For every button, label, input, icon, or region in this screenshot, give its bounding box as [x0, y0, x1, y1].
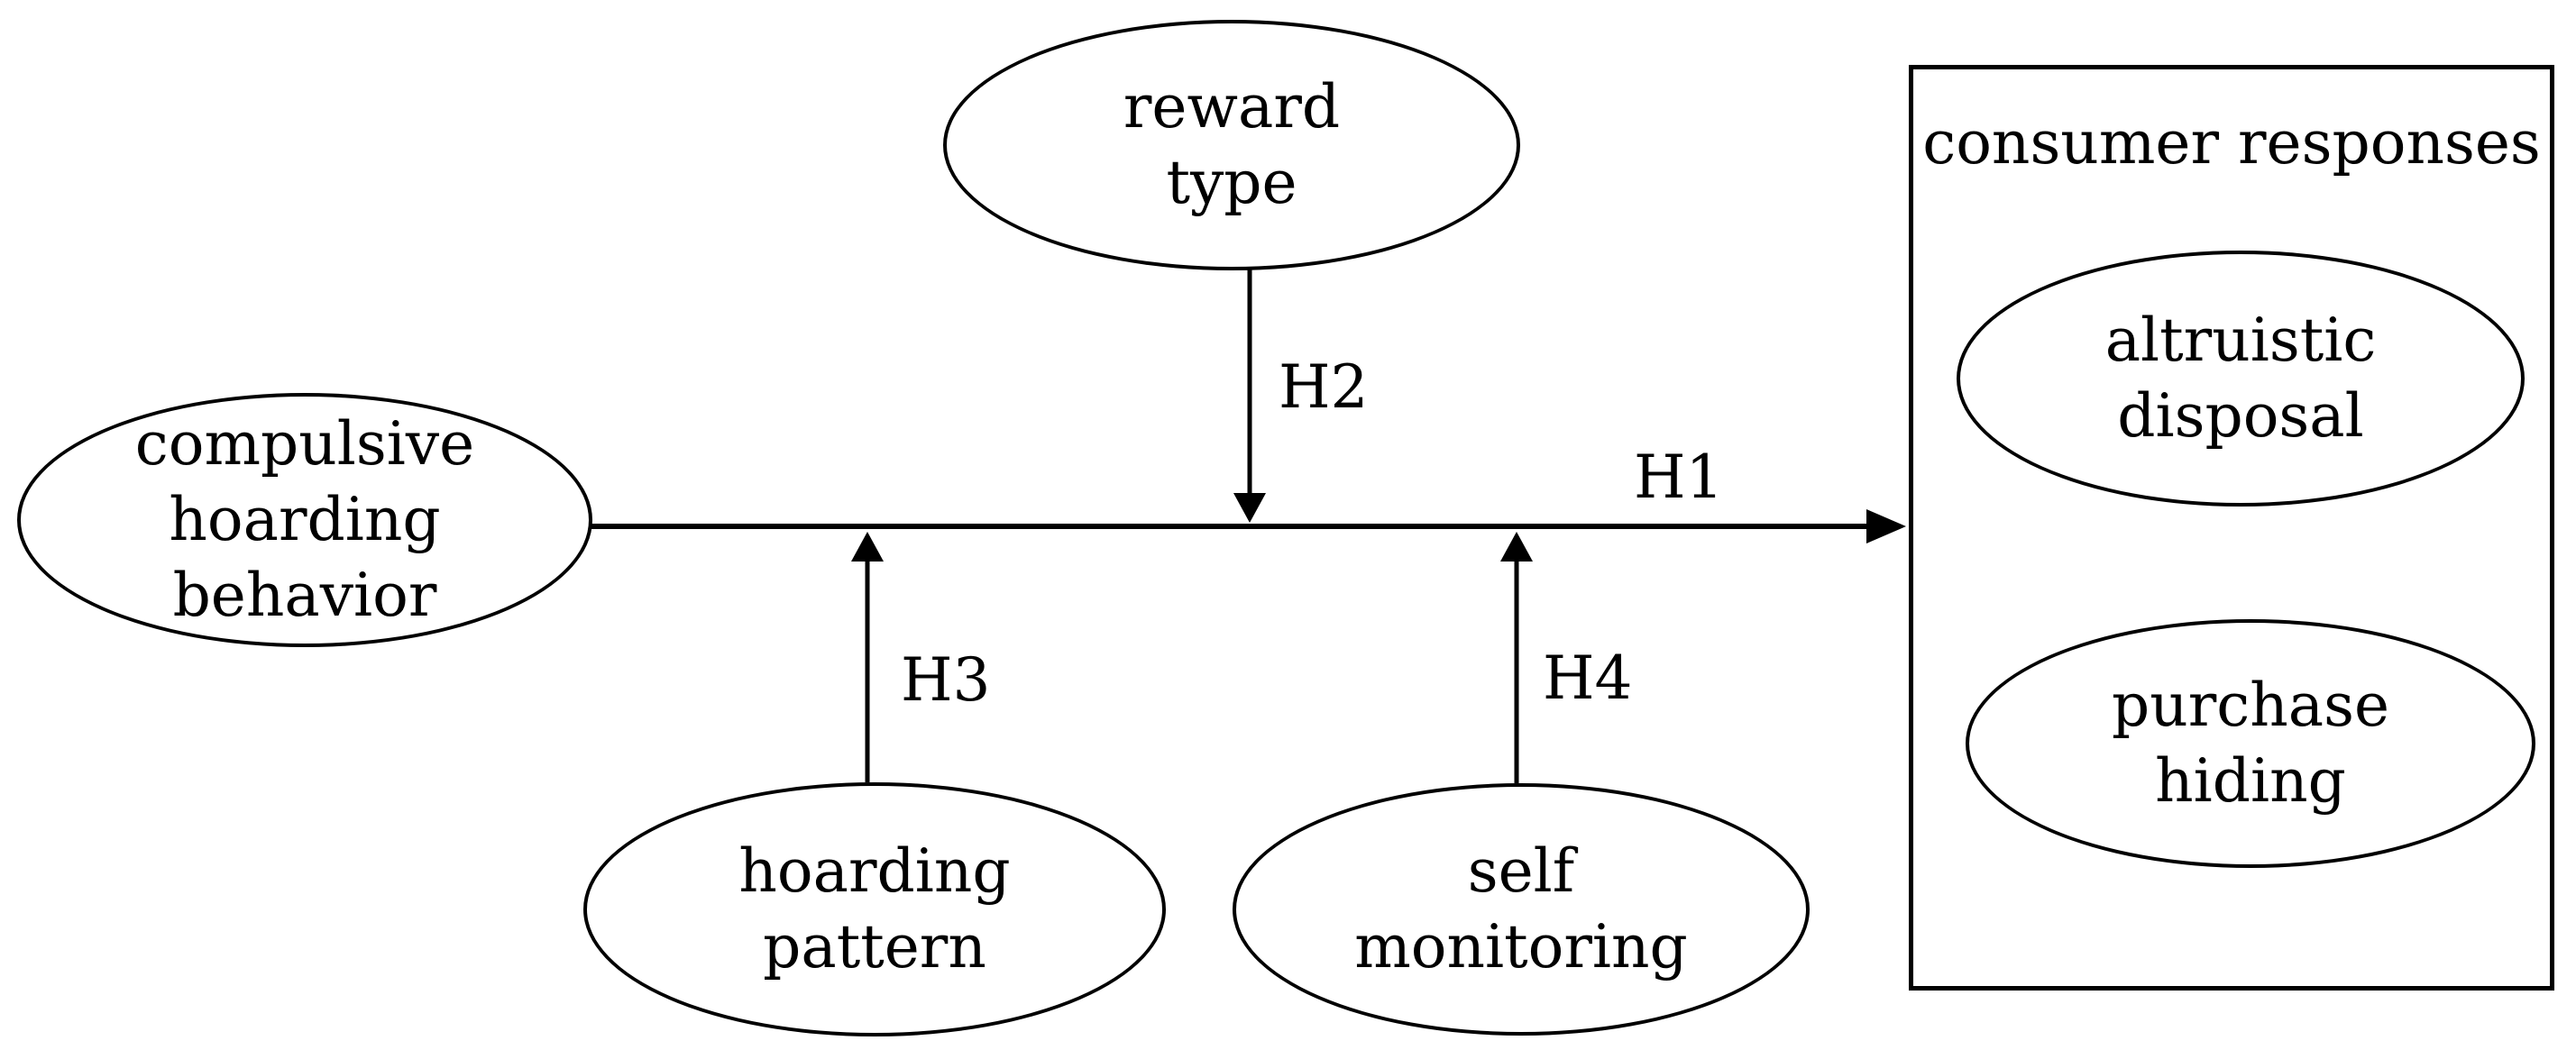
node-purchase-hiding-label: purchase hiding	[2111, 671, 2390, 816]
node-compulsive-hoarding-behavior-label: compulsive hoarding behavior	[134, 409, 475, 630]
h1-arrow	[591, 509, 1906, 543]
h2-arrow	[1233, 269, 1266, 523]
node-self-monitoring-label: self monitoring	[1354, 836, 1688, 982]
consumer-responses-title: consumer responses	[1922, 108, 2541, 178]
node-hoarding-pattern: hoarding pattern	[583, 782, 1166, 1036]
node-altruistic-disposal: altruistic disposal	[1957, 251, 2525, 507]
node-reward-type-label: reward type	[1123, 72, 1341, 217]
edge-label-h1: H1	[1634, 443, 1724, 512]
edge-label-h3: H3	[901, 645, 991, 715]
node-hoarding-pattern-label: hoarding pattern	[738, 836, 1011, 982]
node-reward-type: reward type	[943, 20, 1520, 270]
h3-arrow	[851, 532, 884, 782]
consumer-responses-box: consumer responses altruistic disposal p…	[1909, 65, 2554, 991]
node-purchase-hiding: purchase hiding	[1966, 619, 2535, 868]
edge-label-h4: H4	[1543, 644, 1633, 713]
edge-label-h2: H2	[1279, 352, 1369, 422]
node-self-monitoring: self monitoring	[1233, 783, 1810, 1036]
h4-arrow	[1500, 532, 1533, 783]
node-compulsive-hoarding-behavior: compulsive hoarding behavior	[17, 393, 592, 647]
node-altruistic-disposal-label: altruistic disposal	[2104, 306, 2377, 451]
